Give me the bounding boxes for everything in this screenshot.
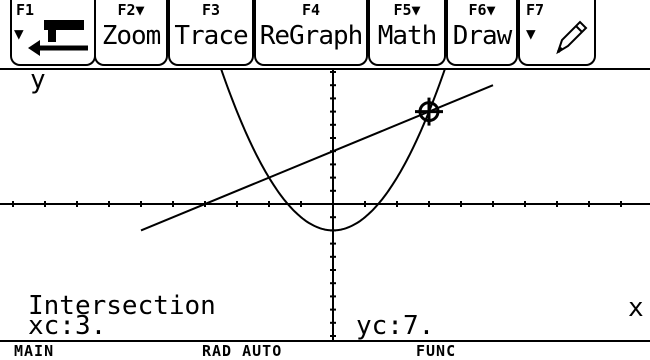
- graph-canvas: [0, 68, 650, 340]
- tab-regraph[interactable]: F4 ReGraph: [254, 0, 368, 66]
- status-angle-exact: RAD AUTO: [202, 342, 283, 360]
- status-graph-mode: FUNC: [416, 342, 457, 360]
- tab-label: ReGraph: [259, 21, 364, 51]
- crosshair-cursor-icon: [415, 97, 443, 126]
- toolbar: F1 ▼ F2▼ Zoom F3 Trace F4 ReGraph F5▼ Ma…: [0, 0, 650, 70]
- status-mode: MAIN: [14, 342, 55, 360]
- tools-icon: [28, 20, 88, 56]
- tab-label: Trace: [174, 21, 248, 51]
- pencil-icon: [556, 20, 588, 55]
- chevron-down-icon: ▼: [526, 24, 536, 43]
- status-message: Intersection: [28, 291, 216, 321]
- tab-label: Draw: [452, 21, 513, 51]
- tab-label: Math: [377, 21, 438, 51]
- fkey-label: F4: [301, 1, 321, 19]
- graph-area[interactable]: y x Intersection xc:3. yc:7.: [0, 65, 650, 341]
- fkey-label: F2▼: [117, 1, 145, 19]
- fkey-label: F6▼: [468, 1, 496, 19]
- x-axis-label: x: [628, 293, 644, 323]
- parabola-curve: [219, 68, 447, 232]
- fkey-label: F7: [526, 1, 545, 19]
- tab-label: Zoom: [101, 21, 162, 51]
- tab-zoom[interactable]: F2▼ Zoom: [94, 0, 168, 66]
- fkey-label: F3: [201, 1, 221, 19]
- tab-draw[interactable]: F6▼ Draw: [446, 0, 518, 66]
- chevron-down-icon: ▼: [14, 24, 24, 43]
- xc-readout: xc:3.: [28, 311, 107, 341]
- yc-readout: yc:7.: [356, 311, 435, 341]
- y-axis-label: y: [30, 65, 46, 95]
- tab-math[interactable]: F5▼ Math: [368, 0, 446, 66]
- fkey-label: F1: [16, 1, 35, 19]
- tab-f7-pencil[interactable]: F7 ▼: [518, 0, 596, 66]
- tab-f1-tools[interactable]: F1 ▼: [10, 0, 96, 66]
- status-bar: MAIN RAD AUTO FUNC: [0, 340, 650, 360]
- tab-trace[interactable]: F3 Trace: [168, 0, 254, 66]
- fkey-label: F5▼: [393, 1, 421, 19]
- linear-line: [140, 84, 494, 232]
